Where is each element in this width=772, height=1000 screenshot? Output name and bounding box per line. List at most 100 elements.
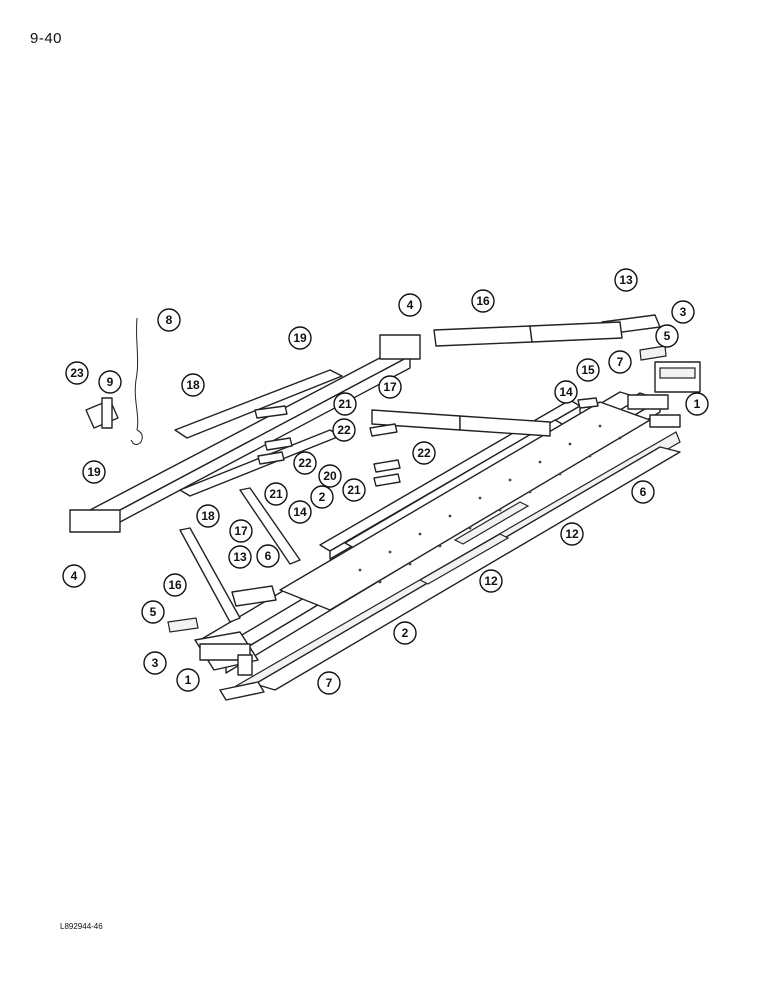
callout-23: 23 xyxy=(65,361,89,385)
callout-17: 17 xyxy=(378,375,402,399)
callout-label: 12 xyxy=(565,527,579,541)
callout-circle xyxy=(293,451,317,475)
callout-label: 23 xyxy=(70,366,84,380)
callout-13: 13 xyxy=(614,268,638,292)
callout-19: 19 xyxy=(288,326,312,350)
callout-2: 2 xyxy=(393,621,417,645)
callout-circle xyxy=(176,668,200,692)
callout-circle xyxy=(685,392,709,416)
callout-4: 4 xyxy=(62,564,86,588)
callout-circle xyxy=(98,370,122,394)
callout-19: 19 xyxy=(82,460,106,484)
callout-circle xyxy=(333,392,357,416)
callout-12: 12 xyxy=(479,569,503,593)
callout-circle xyxy=(332,418,356,442)
callout-label: 2 xyxy=(319,490,326,504)
callout-1: 1 xyxy=(176,668,200,692)
right-end-assembly xyxy=(601,314,701,428)
callout-circle xyxy=(288,500,312,524)
callout-circle xyxy=(143,651,167,675)
callout-label: 1 xyxy=(185,673,192,687)
callout-label: 16 xyxy=(476,294,490,308)
callout-circle xyxy=(631,480,655,504)
callout-circle xyxy=(576,358,600,382)
callout-circle xyxy=(256,544,280,568)
callout-15: 15 xyxy=(576,358,600,382)
callout-12: 12 xyxy=(560,522,584,546)
callout-circle xyxy=(342,478,366,502)
callout-5: 5 xyxy=(655,324,679,348)
callout-circle xyxy=(141,600,165,624)
callout-21: 21 xyxy=(333,392,357,416)
callout-label: 18 xyxy=(201,509,215,523)
callout-label: 12 xyxy=(484,574,498,588)
callout-label: 21 xyxy=(338,397,352,411)
callout-circle xyxy=(554,380,578,404)
callout-circle xyxy=(398,293,422,317)
callout-label: 21 xyxy=(347,483,361,497)
callout-9: 9 xyxy=(98,370,122,394)
chain-and-hook xyxy=(85,317,143,446)
callout-14: 14 xyxy=(554,380,578,404)
callout-22: 22 xyxy=(293,451,317,475)
callout-18: 18 xyxy=(181,373,205,397)
callout-label: 20 xyxy=(323,469,337,483)
page-number: 9-40 xyxy=(30,30,63,47)
callout-circle xyxy=(157,308,181,332)
callout-label: 15 xyxy=(581,363,595,377)
callout-circle xyxy=(671,300,695,324)
callout-label: 13 xyxy=(619,273,633,287)
callout-18: 18 xyxy=(196,504,220,528)
callout-13: 13 xyxy=(228,545,252,569)
callout-label: 13 xyxy=(233,550,247,564)
left-end-assembly xyxy=(167,617,265,701)
callout-label: 8 xyxy=(166,313,173,327)
callout-label: 16 xyxy=(168,578,182,592)
callout-5: 5 xyxy=(141,600,165,624)
callout-label: 7 xyxy=(617,355,624,369)
callout-circle xyxy=(614,268,638,292)
callout-label: 1 xyxy=(694,397,701,411)
callout-7: 7 xyxy=(608,350,632,374)
callout-circle xyxy=(608,350,632,374)
callout-circle xyxy=(82,460,106,484)
callout-circle xyxy=(288,326,312,350)
callout-label: 2 xyxy=(402,626,409,640)
callout-3: 3 xyxy=(671,300,695,324)
figure-code: L892944-46 xyxy=(60,922,103,931)
callout-6: 6 xyxy=(256,544,280,568)
callout-circle xyxy=(560,522,584,546)
callout-circle xyxy=(317,671,341,695)
callout-label: 17 xyxy=(383,380,397,394)
callout-16: 16 xyxy=(163,573,187,597)
callout-circle xyxy=(378,375,402,399)
callout-label: 14 xyxy=(293,505,307,519)
callout-label: 22 xyxy=(337,423,351,437)
callout-circle xyxy=(412,441,436,465)
callout-4: 4 xyxy=(398,293,422,317)
callout-label: 14 xyxy=(559,385,573,399)
callout-label: 7 xyxy=(326,676,333,690)
callout-circle xyxy=(471,289,495,313)
callout-label: 5 xyxy=(664,329,671,343)
callout-circle xyxy=(196,504,220,528)
callout-label: 19 xyxy=(293,331,307,345)
small-plates xyxy=(231,397,599,607)
callout-17: 17 xyxy=(229,519,253,543)
diagonal-braces xyxy=(179,321,623,623)
callout-circle xyxy=(655,324,679,348)
callout-circle xyxy=(228,545,252,569)
callout-label: 22 xyxy=(417,446,431,460)
callout-22: 22 xyxy=(412,441,436,465)
callout-20: 20 xyxy=(318,464,342,488)
callout-label: 5 xyxy=(150,605,157,619)
callout-label: 6 xyxy=(265,549,272,563)
callout-2: 2 xyxy=(310,485,334,509)
callout-circle xyxy=(229,519,253,543)
callout-label: 18 xyxy=(186,378,200,392)
callout-circle xyxy=(65,361,89,385)
callout-21: 21 xyxy=(342,478,366,502)
callout-label: 3 xyxy=(152,656,159,670)
callout-circle xyxy=(181,373,205,397)
